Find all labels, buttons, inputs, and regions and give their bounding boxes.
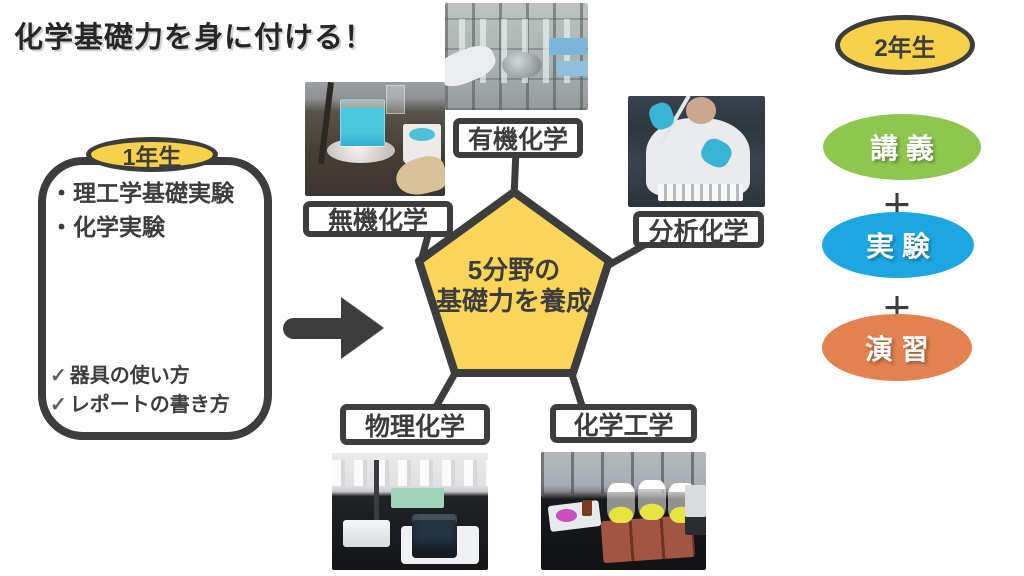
pentagon-caption-line1: 5分野の	[467, 255, 561, 285]
page-title: 化学基礎力を身に付ける！	[14, 22, 375, 54]
course-exercise-ellipse: 演 習	[822, 314, 972, 381]
head-shape	[685, 97, 716, 124]
first-year-checklist: ✓器具の使い方 ✓レポートの書き方	[50, 362, 230, 420]
field-label-inorganic: 無機化学	[303, 201, 453, 237]
blue-liquid-shape	[408, 127, 436, 142]
right-arrow-icon	[283, 318, 346, 339]
check-text: レポートの書き方	[69, 394, 230, 416]
blue-bin-shape	[549, 38, 587, 56]
right-arrow-head-icon	[341, 297, 384, 359]
magenta-dish-shape	[555, 508, 578, 522]
green-tray-shape	[391, 488, 445, 508]
analytical-chemistry-photo	[628, 96, 765, 207]
blue-bin-shape	[556, 60, 588, 76]
yellow-flask-shape	[638, 480, 667, 521]
field-label-chemeng: 化学工学	[550, 404, 697, 443]
pentagon-caption-line2: 基礎力を養成	[435, 286, 592, 316]
pentagon-caption: 5分野の 基礎力を養成	[414, 255, 614, 317]
course-lecture-ellipse: 講 義	[823, 114, 981, 180]
physical-chemistry-photo	[332, 453, 488, 570]
field-label-analytical: 分析化学	[633, 211, 764, 248]
bullet-item: ・化学実験	[50, 214, 165, 240]
check-icon: ✓	[50, 394, 67, 416]
pentagon-shape	[415, 188, 613, 377]
check-icon: ✓	[50, 365, 67, 387]
stand-pole-shape	[374, 460, 379, 542]
glassware-shape	[386, 85, 405, 114]
bullet-item: ・理工学基礎実験	[50, 180, 234, 206]
first-year-badge: 1年生	[86, 137, 218, 172]
instrument-shape	[684, 485, 706, 535]
second-year-badge: 2年生	[835, 15, 975, 75]
chemical-engineering-photo	[541, 452, 706, 570]
stirrer-unit-shape	[342, 519, 390, 547]
shelf-bottles-shape	[332, 460, 488, 486]
cyan-liquid-beaker-shape	[340, 99, 386, 147]
inorganic-chemistry-photo	[305, 82, 445, 196]
check-item: ✓レポートの書き方	[50, 391, 230, 420]
field-label-physical: 物理化学	[340, 404, 490, 445]
meter-device-shape	[411, 513, 457, 559]
organic-chemistry-photo	[445, 3, 588, 110]
amber-bottle-shape	[582, 500, 593, 516]
first-year-bullets: ・理工学基礎実験 ・化学実験	[50, 176, 234, 244]
yellow-flask-shape	[607, 482, 636, 523]
check-text: 器具の使い方	[69, 365, 190, 387]
test-tube-rack-shape	[658, 183, 744, 202]
metal-vessel-shape	[502, 52, 543, 78]
field-label-organic: 有機化学	[453, 118, 583, 158]
lab-coat-shape	[645, 118, 750, 196]
first-year-box	[38, 157, 272, 440]
check-item: ✓器具の使い方	[50, 362, 230, 391]
course-experiment-ellipse: 実 験	[822, 212, 974, 278]
